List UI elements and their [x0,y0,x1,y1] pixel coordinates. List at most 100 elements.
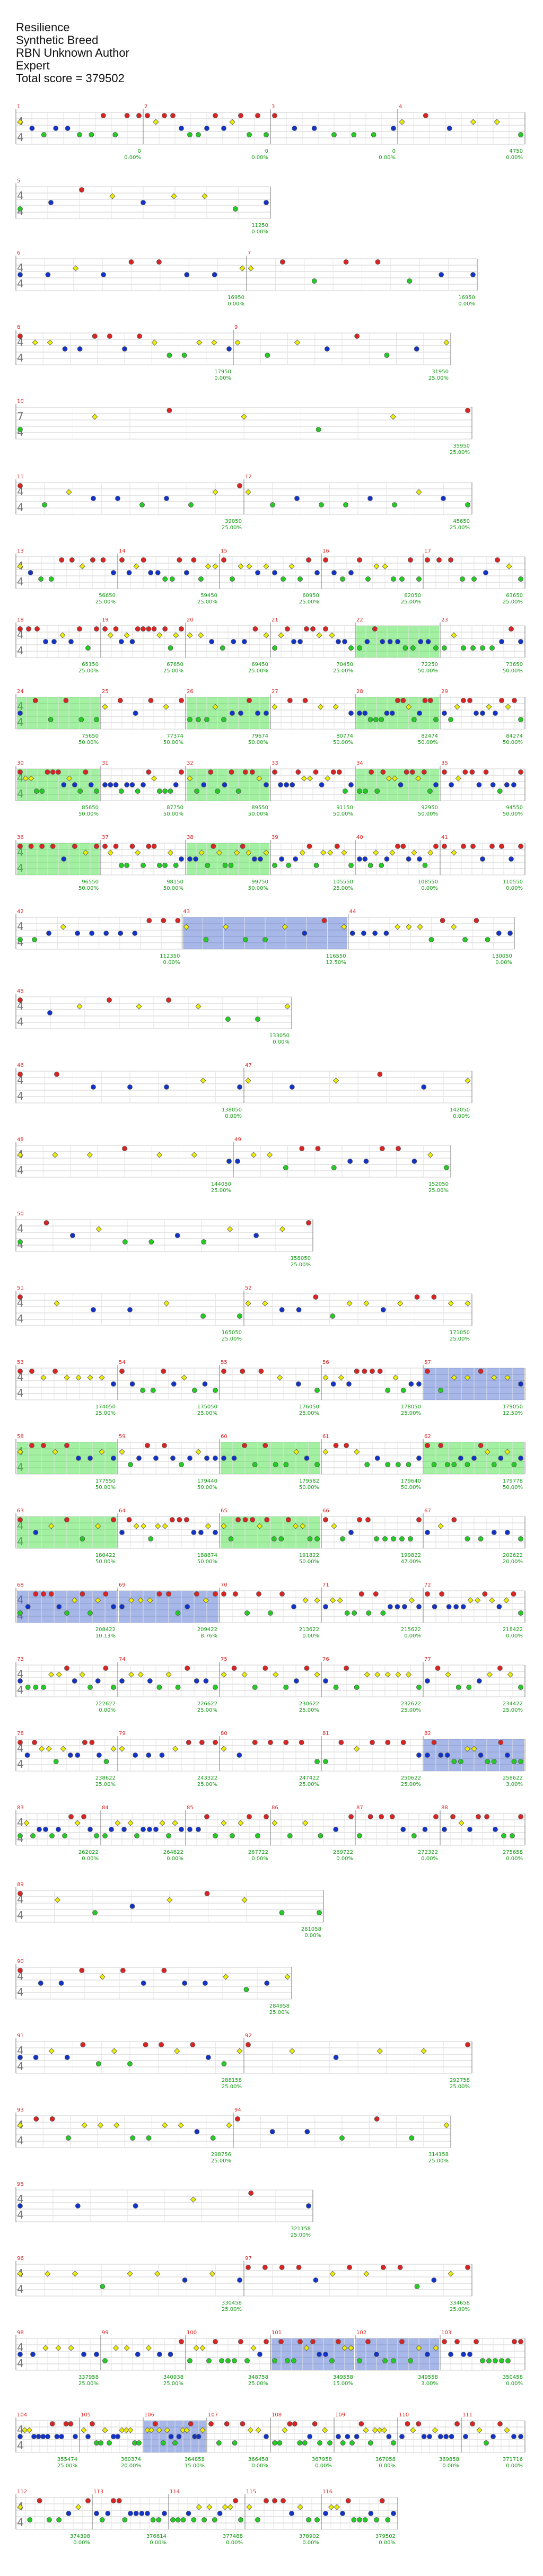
note-cymbal [246,849,252,856]
note-pad [77,132,82,137]
note-pad [374,2352,379,2357]
note-pad [48,576,54,582]
note-pad [307,2434,313,2439]
note-cymbal [329,1597,336,1604]
note-pad [471,1456,477,1461]
note-pad [136,113,142,118]
measure-number: 87 [356,1805,363,1811]
note-cymbal [246,2504,252,2510]
note-pad [156,259,162,265]
note-pad [279,2265,285,2270]
measure-percent: 50.00% [299,1485,319,1491]
note-cymbal [331,1523,337,1529]
note-pad [323,1517,328,1522]
note-pad [166,1833,171,1838]
time-signature-bottom: 4 [17,277,24,290]
note-cymbal [75,1374,82,1381]
measure-number: 48 [17,1137,24,1143]
measure-score: 222622 [95,1701,116,1707]
measure-score: 178050 [401,1404,421,1410]
note-pad [287,698,293,703]
note-cymbal [484,1449,491,1455]
note-cymbal [325,775,331,782]
note-cymbal [180,2427,186,2433]
note-pad [518,1381,523,1387]
note-pad [499,844,504,849]
note-pad [147,1678,153,1684]
note-pad [246,2265,251,2270]
note-cymbal [363,2427,369,2433]
note-pad [272,769,277,775]
note-cymbal [245,1300,251,1307]
note-pad [78,717,84,722]
note-pad [170,113,176,118]
note-cymbal [200,1077,206,1084]
note-pad [228,1536,234,1541]
note-cymbal [301,775,307,782]
note-pad [458,1759,463,1764]
measure-percent: 25.00% [197,1410,217,1416]
note-pad [387,1604,393,1609]
note-pad [392,502,397,507]
note-pad [255,113,260,118]
note-pad [102,626,108,632]
note-pad [361,931,366,936]
note-pad [119,1530,125,1535]
note-cymbal [451,849,457,856]
note-pad [364,1462,370,1467]
measure-percent: 25.00% [291,2232,311,2238]
note-pad [17,1294,23,1300]
note-pad [439,272,444,277]
note-cymbal [26,2427,32,2433]
note-pad [49,1833,55,1838]
note-cymbal [392,1374,399,1381]
note-pad [40,2434,46,2439]
measure-percent: 0.00% [458,301,475,307]
note-pad [304,1456,310,1461]
measure-number: 14 [119,548,126,554]
note-pad [159,1753,165,1758]
note-pad [63,2421,69,2426]
note-pad [103,1666,109,1671]
note-pad [231,1456,237,1461]
measure-score: 272322 [418,1850,438,1855]
time-signature-bottom: 4 [17,1535,24,1548]
note-pad [279,1307,285,1312]
measure-score: 142050 [450,1107,470,1113]
note-pad [34,626,40,632]
note-cymbal [465,1300,471,1307]
note-pad [314,1536,320,1541]
note-pad [100,113,106,118]
note-pad [374,1456,380,1461]
measure-score: 250622 [401,1775,421,1781]
measure-score: 376614 [146,2534,167,2539]
note-pad [72,844,77,849]
note-pad [68,639,74,644]
measure-percent: 0.00% [506,2463,523,2469]
note-pad [75,931,81,936]
measure-percent: 25.00% [450,1336,470,1342]
time-signature-top: 4 [17,772,24,784]
note-cymbal [451,1374,457,1381]
note-pad [173,782,179,787]
note-pad [389,1814,395,1819]
note-cymbal [448,2271,454,2277]
note-pad [213,1530,218,1535]
measure-percent: 50.00% [163,886,183,891]
note-pad [122,1239,128,1245]
note-pad [141,557,146,563]
note-cymbal [75,2504,82,2510]
measure-percent: 0.00% [150,2540,167,2546]
note-cymbal [135,849,141,856]
note-pad [283,1165,288,1170]
note-pad [226,346,232,352]
measure-number: 37 [102,835,109,840]
note-pad [155,570,161,575]
note-cymbal [221,1820,227,1826]
note-pad [442,844,447,849]
note-pad [237,1084,242,1090]
note-pad [262,1443,268,1448]
note-pad [27,2517,33,2522]
note-pad [446,126,452,131]
measure-percent: 25.00% [291,1262,311,1268]
